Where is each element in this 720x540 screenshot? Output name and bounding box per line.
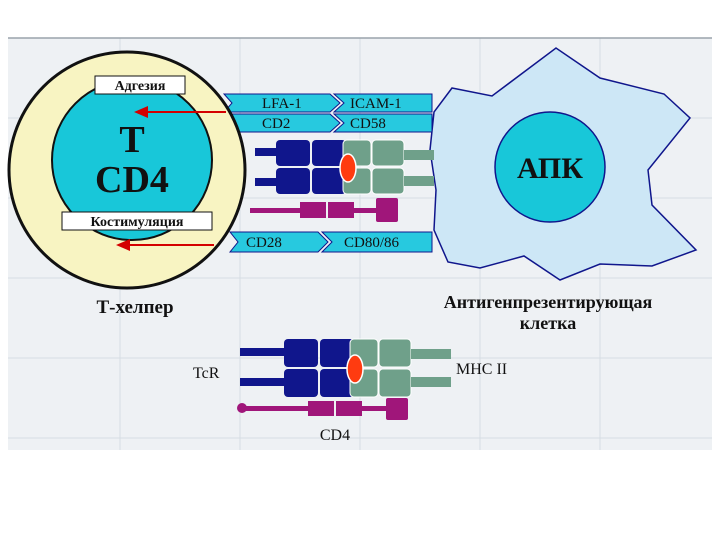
label-cd28: CD28 <box>246 235 282 251</box>
legend-complex <box>237 338 451 420</box>
cd4-stalk <box>246 406 308 411</box>
mhc-domain <box>378 338 412 368</box>
apc-label-line2: клетка <box>520 313 576 333</box>
tcr-stalk-top <box>255 148 277 156</box>
cd4-anchor <box>237 403 247 413</box>
tcell-letter: T <box>119 119 144 161</box>
mhc-stalk-top <box>404 150 434 160</box>
tcr-domain <box>284 369 318 397</box>
cd4-domain <box>376 198 398 222</box>
cd4-stalk <box>362 406 386 411</box>
tcr-domain <box>312 168 346 194</box>
tcell-marker: CD4 <box>95 159 169 201</box>
mhc-domain <box>371 167 405 195</box>
costim-arrow <box>116 239 214 251</box>
tcell-label: Т-хелпер <box>96 297 173 318</box>
tcr-stalk-top <box>240 348 288 356</box>
interaction-bands <box>222 93 433 253</box>
tcr-stalk-bottom <box>240 378 288 386</box>
costim-label-box <box>61 211 213 231</box>
tcr-domain <box>320 339 354 367</box>
mhc-stalk-bottom <box>404 176 434 186</box>
label-cd58: CD58 <box>350 116 386 132</box>
mhc-domain <box>371 139 405 167</box>
band-cd28 <box>228 231 329 253</box>
band-cd80-86 <box>320 231 433 253</box>
cd4-domain <box>336 401 362 416</box>
mhc-stalk-top <box>411 349 451 359</box>
tcr-domain <box>312 140 346 166</box>
band-lfa1 <box>222 93 341 113</box>
cd4-domain <box>308 401 334 416</box>
costim-label: Костимуляция <box>91 215 184 230</box>
cd4-stalk <box>354 208 376 213</box>
legend-cd4-label: CD4 <box>320 427 350 444</box>
legend-mhc-label: MHC II <box>456 361 507 378</box>
adhesion-label: Адгезия <box>115 79 166 94</box>
cd4-stalk <box>250 208 300 213</box>
label-icam1: ICAM-1 <box>350 96 402 112</box>
label-cd80-86: CD80/86 <box>344 235 400 251</box>
tcr-domain <box>284 339 318 367</box>
label-lfa1: LFA-1 <box>262 96 302 112</box>
peptide <box>346 354 364 384</box>
legend-tcr-label: TcR <box>193 365 220 382</box>
synapse-complex <box>250 139 434 222</box>
cd4-domain <box>328 202 354 218</box>
label-cd2: CD2 <box>262 116 290 132</box>
band-cd58 <box>332 113 433 133</box>
cd4-domain <box>386 398 408 420</box>
mhc-domain <box>378 368 412 398</box>
tcr-stalk-bottom <box>255 178 277 186</box>
band-icam1 <box>332 93 433 113</box>
tcr-domain <box>276 168 310 194</box>
mhc-stalk-bottom <box>411 377 451 387</box>
cd4-domain <box>300 202 326 218</box>
apc-nucleus-label: АПК <box>517 152 583 185</box>
adhesion-label-box <box>94 75 186 95</box>
tcr-domain <box>276 140 310 166</box>
apc-nucleus <box>494 111 606 223</box>
adhesion-arrow <box>134 106 226 118</box>
tcr-domain <box>320 369 354 397</box>
peptide <box>339 153 357 183</box>
apc-label-line1: Антигенпрезентирующая <box>444 292 653 312</box>
